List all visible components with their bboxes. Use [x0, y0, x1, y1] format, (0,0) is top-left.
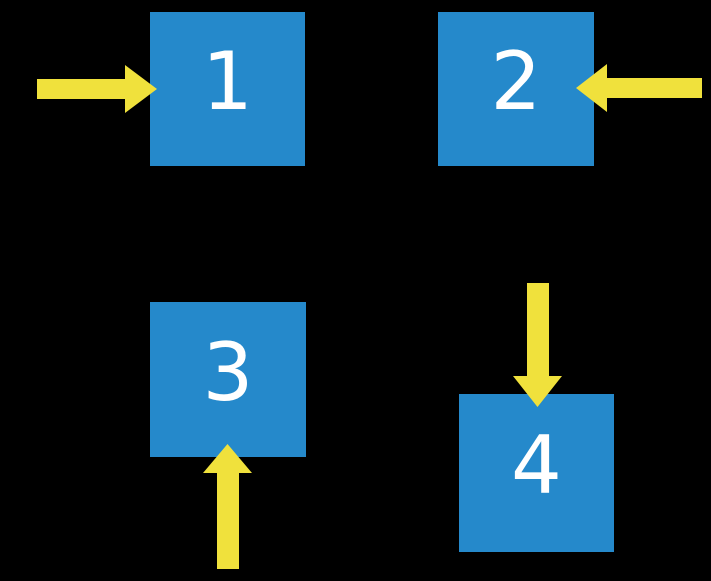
diagram-box-1: 1 [150, 12, 305, 166]
diagram-box-3: 3 [150, 302, 306, 457]
diagram-box-4: 4 [459, 394, 614, 552]
box-label: 1 [202, 35, 253, 128]
arrow-right-icon [37, 65, 157, 113]
box-label: 2 [490, 35, 542, 128]
box-label: 3 [202, 325, 254, 419]
arrow-left-icon [576, 64, 702, 112]
box-label: 4 [511, 419, 562, 512]
arrow-up-icon [203, 444, 252, 569]
arrow-down-icon [513, 283, 562, 407]
diagram-box-2: 2 [438, 12, 594, 166]
